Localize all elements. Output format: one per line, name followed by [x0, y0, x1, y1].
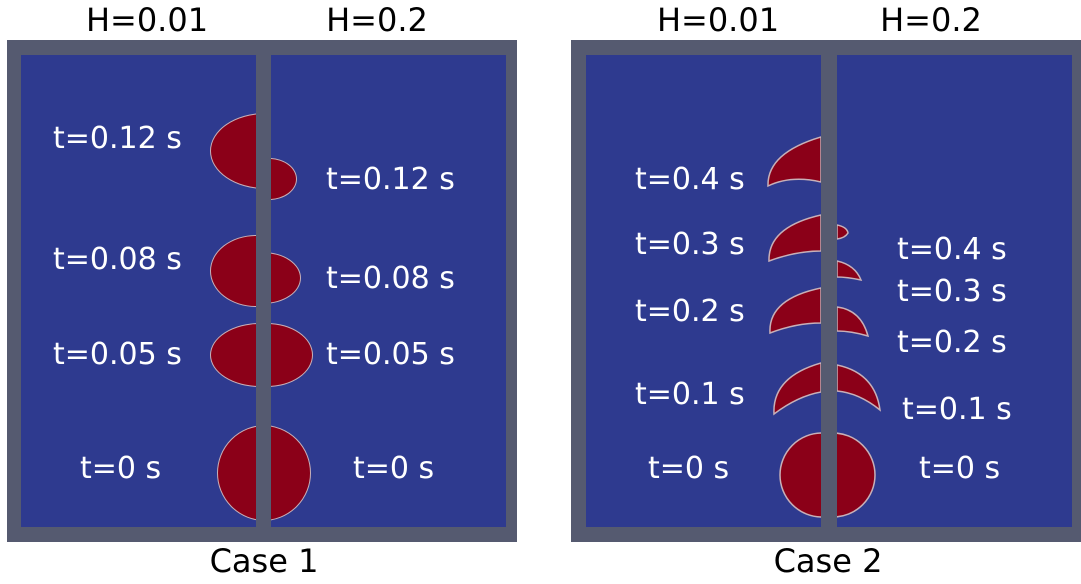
- case2-left-drop-t01: [773, 362, 821, 416]
- case1-right-drop-t012: [271, 158, 297, 200]
- case1-right-label: t=0.08 s: [326, 261, 455, 296]
- case1-left-drop-t0: [217, 425, 256, 521]
- case2-header-right: H=0.2: [880, 1, 982, 39]
- case1-right-drop-t008: [271, 252, 301, 304]
- case1-left-domain: t=0.12 s t=0.08 s t=0.05 s t=0 s: [21, 55, 256, 527]
- case2-right-label: t=0.4 s: [897, 232, 1007, 267]
- case2-right-drop-t0: [837, 432, 876, 518]
- case2-panel: t=0.4 s t=0.3 s t=0.2 s t=0.1 s t=0 s t=…: [571, 40, 1081, 542]
- case1-left-label: t=0 s: [80, 451, 162, 486]
- case1-left-label: t=0.05 s: [53, 337, 182, 372]
- case1-right-domain: t=0.12 s t=0.08 s t=0.05 s t=0 s: [271, 55, 506, 527]
- case1-panel: t=0.12 s t=0.08 s t=0.05 s t=0 s t=0.12 …: [7, 40, 517, 542]
- case2-left-label: t=0.1 s: [635, 377, 745, 412]
- case2-left-label: t=0 s: [648, 451, 730, 486]
- case2-right-drop-t02: [837, 306, 870, 338]
- case2-left-drop-t04: [767, 136, 821, 188]
- case1-right-label: t=0 s: [353, 451, 435, 486]
- case2-left-drop-t0: [779, 432, 821, 518]
- case2-left-label: t=0.3 s: [635, 227, 745, 262]
- case2-left-drops: [767, 136, 821, 518]
- case2-right-drop-t01: [837, 364, 881, 412]
- case1-right-label: t=0.12 s: [326, 162, 455, 197]
- case2-right-domain: t=0.4 s t=0.3 s t=0.2 s t=0.1 s t=0 s: [837, 55, 1072, 527]
- case2-right-label: t=0.2 s: [897, 325, 1007, 360]
- case2-right-label: t=0.3 s: [897, 274, 1007, 309]
- case1-right-drop-t005: [271, 323, 313, 387]
- case2-left-label: t=0.4 s: [635, 162, 745, 197]
- case2-right-drop-t04: [837, 224, 849, 240]
- case2-left-drop-t02: [769, 287, 821, 335]
- case2-header-left: H=0.01: [656, 1, 780, 39]
- case2-right-label: t=0 s: [919, 451, 1001, 486]
- case1-header-right: H=0.2: [326, 1, 428, 39]
- case1-right-label: t=0.05 s: [326, 337, 455, 372]
- case1-left-drop-t012: [210, 113, 256, 189]
- case2-left-label: t=0.2 s: [635, 294, 745, 329]
- case1-caption: Case 1: [209, 542, 319, 580]
- case2-right-drops: [837, 224, 881, 518]
- case1-left-label: t=0.12 s: [53, 121, 182, 156]
- case1-left-label: t=0.08 s: [53, 242, 182, 277]
- case1-header-left: H=0.01: [85, 1, 209, 39]
- case2-left-domain: t=0.4 s t=0.3 s t=0.2 s t=0.1 s t=0 s: [586, 55, 821, 527]
- case2-right-drop-t03: [837, 260, 863, 282]
- case1-right-drop-t0: [271, 425, 311, 521]
- case1-left-drop-t005: [210, 323, 256, 387]
- case2-left-drop-t03: [768, 214, 821, 263]
- case2-right-label: t=0.1 s: [902, 392, 1012, 427]
- case2-caption: Case 2: [773, 542, 883, 580]
- case1-left-drop-t008: [210, 235, 256, 307]
